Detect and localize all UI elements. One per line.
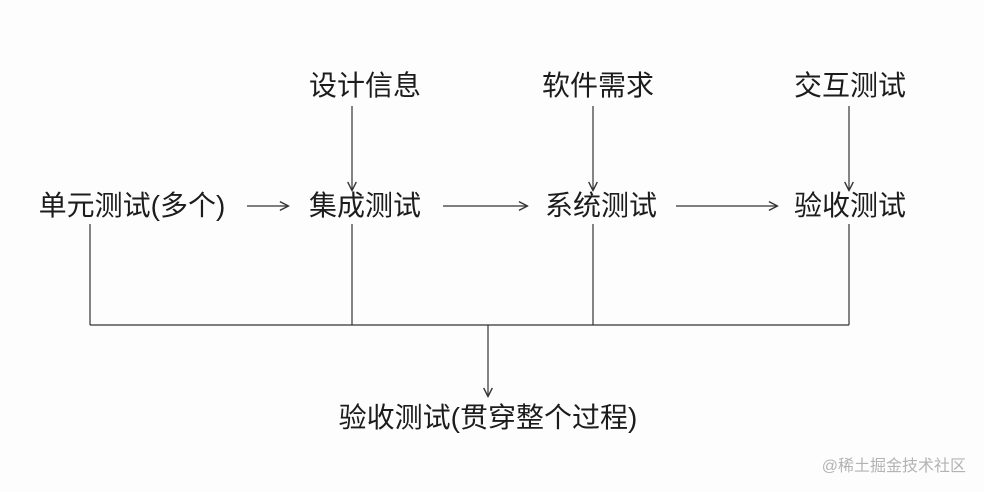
node-unit-test: 单元测试(多个) [38,190,226,221]
bottom-node-acceptance-whole-process: 验收测试(贯穿整个过程) [338,402,638,433]
input-label-interaction-test: 交互测试 [793,70,907,101]
input-label-design-info: 设计信息 [308,70,422,101]
node-integration-test: 集成测试 [308,190,422,221]
input-label-software-requirements: 软件需求 [541,70,655,101]
node-acceptance-test: 验收测试 [793,190,907,221]
node-system-test: 系统测试 [544,190,658,221]
watermark: @稀土掘金技术社区 [821,458,966,475]
